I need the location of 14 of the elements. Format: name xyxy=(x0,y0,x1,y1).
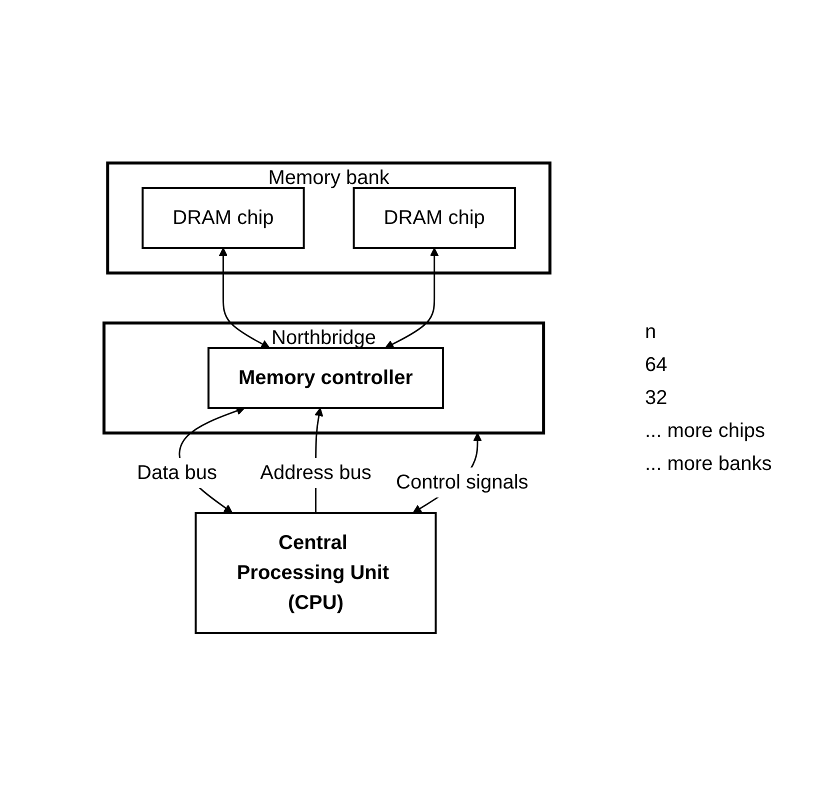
node-box: Central Processing Unit (CPU) xyxy=(194,512,436,634)
arrow xyxy=(218,248,270,348)
node-box: DRAM chip xyxy=(141,187,304,249)
note-label: ... more chips xyxy=(645,420,766,442)
edge-label: Data bus xyxy=(136,462,217,484)
node-box: Memory controller xyxy=(207,347,444,409)
edge-label: Control signals xyxy=(396,471,528,494)
node-box: DRAM chip xyxy=(352,187,516,249)
note-label: 64 xyxy=(645,354,668,376)
note-label: ... more banks xyxy=(645,452,773,476)
arrow xyxy=(384,248,438,348)
note-label: 32 xyxy=(645,386,668,410)
edge-label: Address bus xyxy=(260,462,371,484)
note-label: n xyxy=(645,320,658,344)
